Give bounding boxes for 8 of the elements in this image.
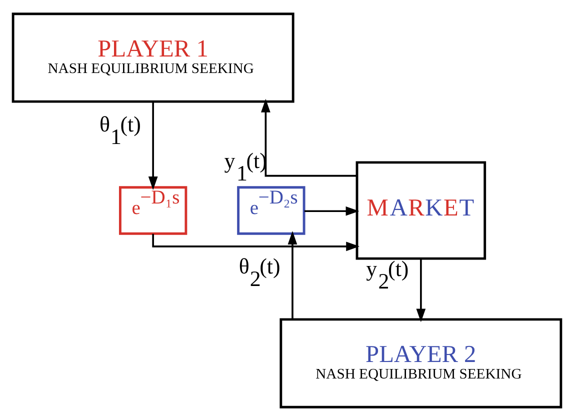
node-box: MARKET xyxy=(356,160,486,260)
arrow xyxy=(304,206,360,216)
arrow xyxy=(288,230,298,319)
node-box: PLAYER 1 NASH EQUILIBRIUM SEEKING xyxy=(12,12,294,102)
node-box: PLAYER 2 NASH EQUILIBRIUM SEEKING xyxy=(280,318,562,408)
arrow xyxy=(148,101,158,190)
arrow xyxy=(261,98,357,176)
arrow xyxy=(416,258,426,322)
